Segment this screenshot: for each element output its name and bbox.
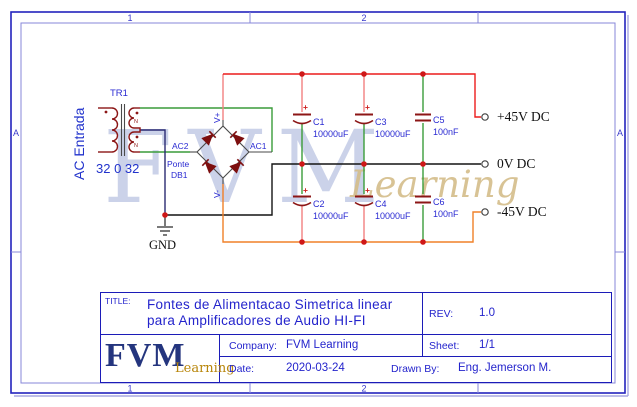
db1-vplus-label: V+ — [212, 112, 222, 123]
date-label: Date: — [229, 363, 255, 375]
output-terminals: +45V DC 0V DC -45V DC — [481, 109, 550, 219]
c1-ref: C1 — [313, 117, 325, 127]
title-block: TITLE: Fontes de Alimentacao Simetrica l… — [100, 292, 612, 383]
output-label-plus45: +45V DC — [497, 109, 550, 124]
junction-dots — [162, 71, 426, 245]
frame-col-label: 2 — [361, 13, 366, 23]
tr1-phase-dot — [135, 135, 139, 139]
drawn-by-value: Eng. Jemerson M. — [458, 362, 552, 374]
ground-label: GND — [149, 238, 176, 252]
date-drawn-cell: Date: 2020-03-24 Drawn By: Eng. Jemerson… — [220, 357, 611, 382]
sheet-label: Sheet: — [429, 340, 460, 352]
frame-col-label: 1 — [127, 384, 132, 394]
ac-input-label: AC Entrada — [71, 107, 87, 180]
rev-value: 1.0 — [479, 307, 495, 319]
polarity-plus-signs: + + + + — [303, 102, 370, 195]
transformer-tr1: N N TR1 AC Entrada 32 0 32 — [71, 88, 141, 180]
frame-col-label: 1 — [127, 13, 132, 23]
db1-name-label: Ponte — [167, 159, 189, 169]
tr1-winding-mark: N — [134, 119, 138, 125]
rev-cell: REV: 1.0 — [422, 293, 611, 335]
date-value: 2020-03-24 — [286, 362, 345, 374]
c2-value: 10000uF — [313, 211, 349, 221]
c1-plate-curved — [292, 119, 312, 125]
frame-outer-border — [10, 11, 626, 394]
diode — [229, 130, 245, 146]
sheet-cell: Sheet: 1/1 — [422, 335, 611, 357]
tr1-winding-mark: N — [134, 143, 138, 149]
c2-ref: C2 — [313, 199, 325, 209]
diode — [201, 130, 217, 146]
wire-minus45-rail — [222, 184, 481, 243]
frame-row-label: A — [13, 128, 19, 138]
title-line-1: Fontes de Alimentacao Simetrica linear — [147, 297, 393, 312]
wire-ac1 — [140, 107, 273, 152]
wire-0v — [165, 163, 481, 216]
company-label: Company: — [229, 340, 277, 352]
c4-value: 10000uF — [375, 211, 411, 221]
c4-plate-curved — [354, 201, 374, 207]
fvm-logo-sub: Learning — [175, 361, 235, 376]
db1-vminus-label: V- — [212, 190, 222, 198]
company-value: FVM Learning — [286, 339, 359, 351]
title-label: TITLE: — [105, 296, 131, 306]
title-line-2: para Amplificadores de Audio HI-FI — [147, 313, 366, 328]
tr1-sec-pin-center — [134, 127, 141, 133]
terminal-plus45 — [481, 113, 489, 121]
output-label-0v: 0V DC — [497, 156, 535, 171]
c5-ref: C5 — [433, 115, 445, 125]
c2-plus: + — [303, 185, 308, 195]
diode — [201, 158, 217, 174]
tr1-taps-label: 32 0 32 — [96, 161, 139, 176]
c5-value: 100nF — [433, 127, 459, 137]
title-cell: TITLE: Fontes de Alimentacao Simetrica l… — [101, 293, 611, 335]
sheet-value: 1/1 — [479, 339, 495, 351]
logo-cell: FVM Learning — [101, 335, 235, 382]
db1-ref-label: DB1 — [171, 170, 188, 180]
wire-plus45-rail — [223, 73, 481, 118]
c4-plus: + — [365, 185, 370, 195]
c3-ref: C3 — [375, 117, 387, 127]
frame-inner-border — [20, 22, 616, 384]
fvm-logo: FVM — [105, 337, 186, 374]
c3-value: 10000uF — [375, 129, 411, 139]
c6-ref: C6 — [433, 197, 445, 207]
c2-plate-curved — [292, 201, 312, 207]
frame-ticks — [11, 12, 625, 393]
diode — [229, 158, 245, 174]
c4-ref: C4 — [375, 199, 387, 209]
terminal-0v — [481, 160, 489, 168]
frame-coordinates: 1 2 1 2 A A — [13, 13, 623, 394]
frame-col-label: 2 — [361, 384, 366, 394]
db1-ac2-label: AC2 — [172, 141, 189, 151]
bridge-rectifier-db1: V+ V- AC2 AC1 Ponte DB1 — [167, 112, 272, 198]
capacitor-bank: + + + + C1 10000uF C3 10000uF C5 100nF C… — [292, 102, 459, 221]
wires — [140, 73, 481, 243]
c3-plus: + — [365, 102, 370, 112]
drawing-frame: 1 2 1 2 A A — [10, 11, 629, 397]
terminal-minus45 — [481, 208, 489, 216]
watermark-learning: Learning — [349, 163, 519, 206]
c1-value: 10000uF — [313, 129, 349, 139]
watermark-fvm: FVM — [103, 109, 395, 226]
tr1-primary-coil — [111, 107, 119, 153]
rev-label: REV: — [429, 308, 454, 320]
tr1-secondary-coil-1 — [128, 107, 135, 129]
wire-center-tap — [140, 129, 166, 215]
drawn-by-label: Drawn By: — [391, 363, 440, 375]
c6-value: 100nF — [433, 209, 459, 219]
company-cell: Company: FVM Learning — [220, 335, 422, 357]
db1-ac1-label: AC1 — [250, 141, 267, 151]
c3-plate-curved — [354, 119, 374, 125]
c1-plus: + — [303, 102, 308, 112]
tr1-phase-dot — [104, 110, 108, 114]
watermark: FVM Learning — [103, 109, 519, 226]
tr1-ref-label: TR1 — [110, 88, 128, 99]
output-label-minus45: -45V DC — [497, 204, 547, 219]
tr1-secondary-coil-2 — [128, 131, 135, 153]
frame-row-label: A — [617, 128, 623, 138]
tr1-phase-dot — [135, 111, 139, 115]
